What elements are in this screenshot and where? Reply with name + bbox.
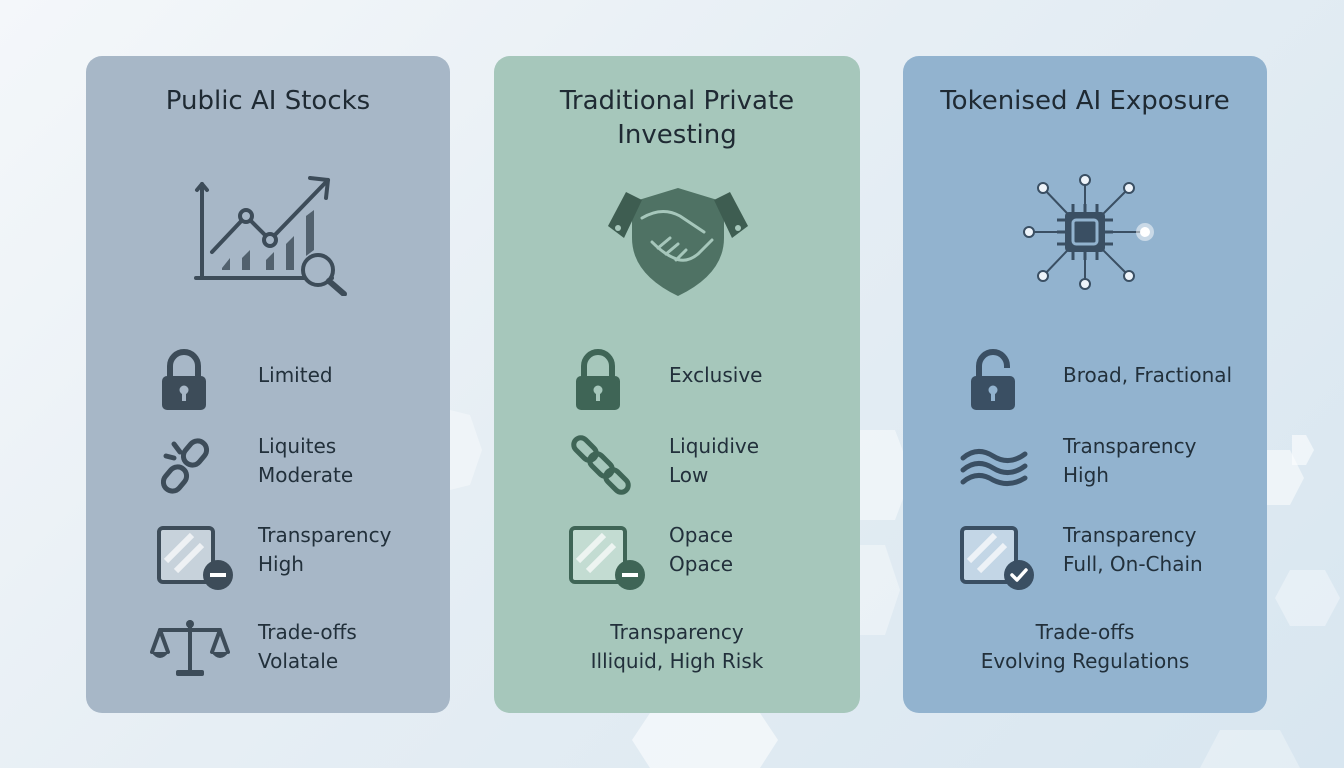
card-tokenised-ai-exposure: Tokenised AI Exposure [903, 56, 1267, 713]
lock-icon [162, 349, 206, 410]
row-liquidity: Liquidive Low [494, 432, 860, 496]
card-footer: Transparency Illiquid, High Risk [590, 620, 764, 673]
row-trade-offs: Trade-offs Volatale [86, 618, 450, 682]
row-transparency: Opace Opace [494, 521, 860, 590]
card-title: Tokenised AI Exposure [940, 86, 1230, 116]
waves-icon [960, 449, 1028, 486]
lock-icon [576, 349, 620, 410]
chip-network-icon [1023, 174, 1154, 290]
row-transparency: Transparency High [86, 521, 450, 590]
card-title: Traditional Private Investing [559, 86, 795, 150]
card-title: Public AI Stocks [165, 86, 371, 116]
card-traditional-private-investing: Traditional Private Investing Exclusive [494, 56, 860, 713]
row-liquidity: Liquites Moderate [86, 432, 450, 496]
glass-minus-icon [569, 526, 645, 590]
row-transparency: Transparency Full, On-Chain [903, 521, 1267, 590]
row-access: Exclusive [494, 348, 860, 412]
row-liquidity: Transparency High [903, 432, 1267, 496]
scale-icon [150, 620, 230, 676]
chain-icon [571, 435, 631, 495]
chart-magnifier-icon [194, 176, 347, 296]
row-access: Limited [86, 348, 450, 412]
card-public-ai-stocks: Public AI Stocks Li [86, 56, 450, 713]
card-footer: Trade-offs Evolving Regulations [980, 620, 1190, 673]
handshake-shield-icon [608, 188, 748, 296]
glass-check-icon [960, 526, 1034, 590]
row-access: Broad, Fractional [903, 348, 1267, 412]
glass-minus-icon [157, 526, 233, 590]
unlock-icon [971, 349, 1015, 410]
broken-chain-icon [160, 438, 210, 494]
